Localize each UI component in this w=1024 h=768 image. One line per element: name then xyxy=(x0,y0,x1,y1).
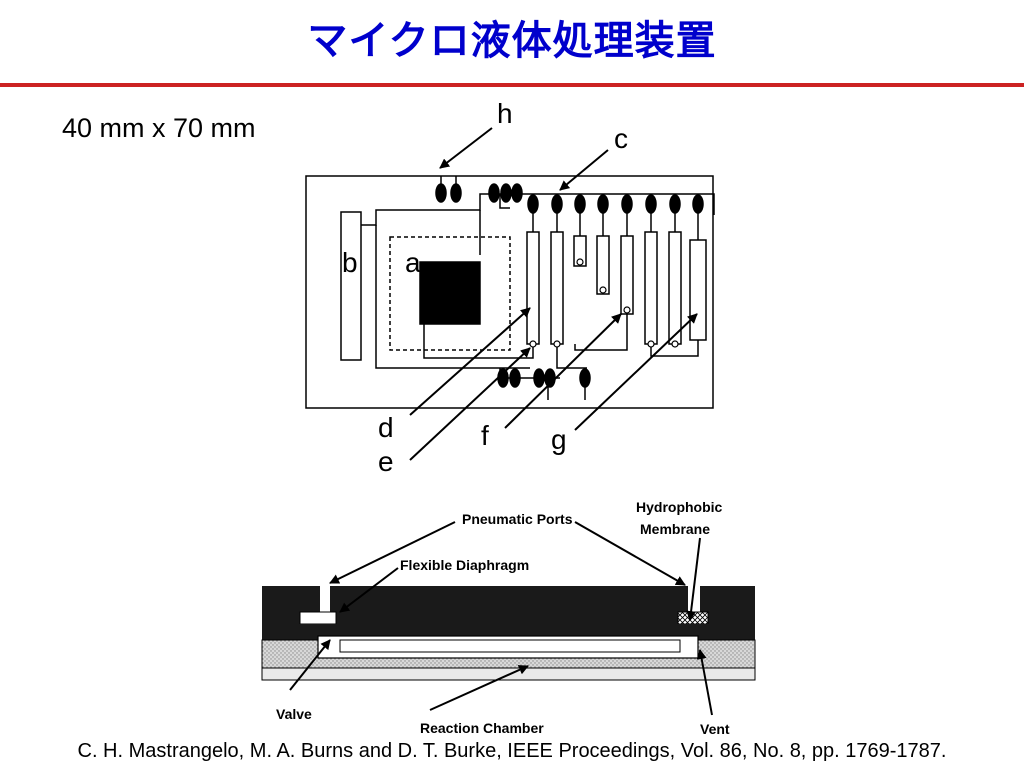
label-a: a xyxy=(405,247,421,278)
label-reaction-chamber: Reaction Chamber xyxy=(420,720,544,736)
citation: C. H. Mastrangelo, M. A. Burns and D. T.… xyxy=(77,740,947,762)
label-h: h xyxy=(497,98,513,129)
label-d: d xyxy=(378,412,394,443)
valves xyxy=(435,183,704,388)
device-dimensions: 40 mm x 70 mm xyxy=(62,113,256,143)
title-divider xyxy=(0,83,1024,87)
chamber-1 xyxy=(526,231,540,345)
label-e: e xyxy=(378,446,394,477)
page-title: マイクロ液体処理装置 xyxy=(307,18,717,64)
arrow-g xyxy=(574,313,698,431)
label-b: b xyxy=(342,247,358,278)
lower-channel xyxy=(375,225,530,369)
top-view-diagram xyxy=(305,127,715,461)
label-flexible-diaphragm: Flexible Diaphragm xyxy=(400,557,529,573)
label-membrane: Membrane xyxy=(640,521,710,537)
label-g: g xyxy=(551,424,567,455)
reaction-chamber-a xyxy=(419,261,481,325)
chamber-4 xyxy=(596,235,610,295)
arrow-c xyxy=(559,149,609,191)
chamber-g xyxy=(689,239,707,341)
label-pneumatic-ports: Pneumatic Ports xyxy=(462,511,573,527)
arrow-h xyxy=(439,127,493,169)
label-c: c xyxy=(614,123,628,154)
chamber-6 xyxy=(644,231,658,345)
arrow-d xyxy=(409,307,531,416)
chamber-5 xyxy=(620,235,634,315)
label-valve: Valve xyxy=(276,706,312,722)
chamber-2 xyxy=(550,231,564,345)
heater-region xyxy=(389,236,511,351)
label-hydrophobic: Hydrophobic xyxy=(636,499,723,515)
arrow-f xyxy=(504,313,622,429)
arrow-e xyxy=(409,347,531,461)
label-f: f xyxy=(481,420,489,451)
chamber-7 xyxy=(668,231,682,345)
chip-outline xyxy=(305,175,714,409)
label-vent: Vent xyxy=(700,721,730,737)
cross-section-diagram xyxy=(261,521,756,716)
channel-b xyxy=(340,211,362,361)
